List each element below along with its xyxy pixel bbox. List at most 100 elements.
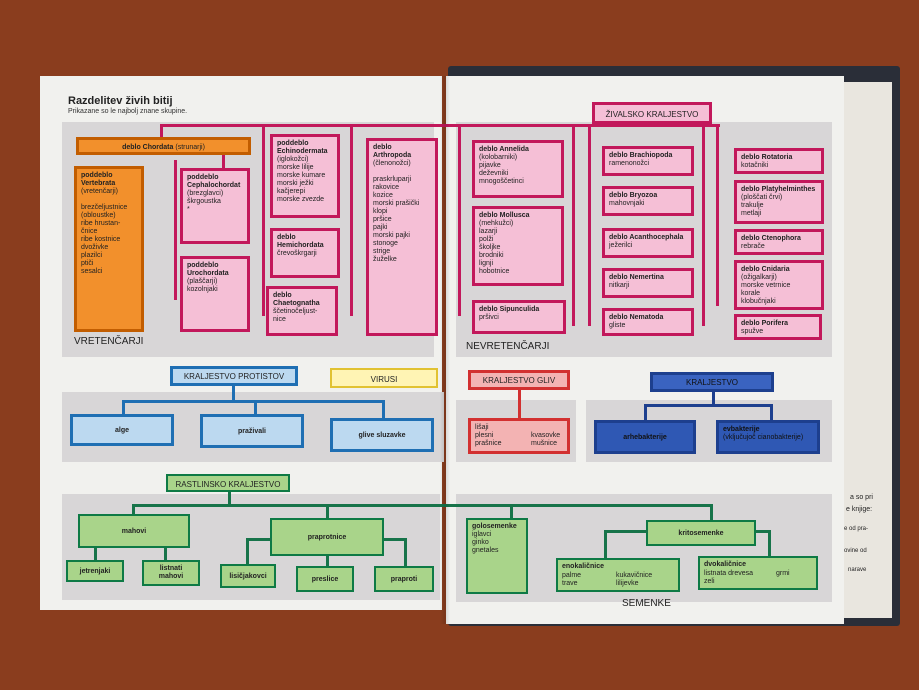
evbakterije-box: evbakterije (vključujoč cianobakterije)	[716, 420, 820, 454]
list-item: trakulje	[741, 202, 764, 209]
list-item: ramenonožci	[609, 160, 650, 167]
box-latin: (iglokožci)	[277, 156, 309, 163]
chaetognatha-box: deblo Chaetognatha ščetinočeljust- nice	[266, 286, 338, 336]
kritosemenke-box: kritosemenke	[646, 520, 756, 546]
connector-line	[132, 504, 712, 507]
echinodermata-box: poddeblo Echinodermata (iglokožci) morsk…	[270, 134, 340, 218]
golosemenke-box: golosemenke iglavci ginko gnetales	[466, 518, 528, 594]
seeds-label: SEMENKE	[622, 598, 671, 609]
list-item: kozice	[373, 192, 393, 199]
box-label: evbakterije	[723, 426, 760, 433]
connector-line	[712, 392, 715, 406]
box-name: deblo Chaetognatha	[273, 292, 320, 307]
box-latin: (ožigalkarji)	[741, 274, 777, 281]
fungi-kingdom-box: KRALJESTVO GLIV	[468, 370, 570, 390]
box-label: dvokaličnice	[704, 561, 747, 568]
nematoda-box: deblo Nematoda gliste	[602, 308, 694, 336]
connector-line	[644, 404, 647, 422]
vertebrata-latin: (vretenčarji)	[81, 188, 118, 195]
protists-kingdom-box: KRALJESTVO PROTISTOV	[170, 366, 298, 386]
chordata-box: deblo Chordata (strunarji)	[76, 137, 251, 155]
box-label: kritosemenke	[678, 530, 724, 537]
list-item: hobotnice	[479, 268, 510, 275]
viruses-label: VIRUSI	[370, 375, 398, 384]
plants-kingdom-label: RASTLINSKO KRALJESTVO	[175, 480, 281, 489]
list-item: kvasovke	[531, 432, 561, 439]
list-item: praskrluparji	[373, 176, 412, 183]
box-name: deblo Brachiopoda	[609, 152, 673, 159]
box-latin: (brezglavci)	[187, 190, 224, 197]
connector-line	[458, 126, 461, 316]
list-item: morske vetrnice	[741, 282, 791, 289]
preslice-box: preslice	[296, 566, 354, 592]
nemertina-box: deblo Nemertina nitkarji	[602, 268, 694, 298]
connector-line	[326, 504, 329, 518]
connector-line	[232, 386, 235, 402]
list-item: žuželke	[373, 256, 397, 263]
box-name: poddeblo Urochordata	[187, 262, 229, 277]
box-latin: (ploščati črvi)	[741, 194, 783, 201]
connector-line	[160, 124, 163, 140]
connector-line	[644, 404, 772, 407]
connector-line	[350, 126, 353, 316]
underlying-page: a so pri e knjige: e od pra- ovine od na…	[836, 82, 892, 618]
list-item: stonoge	[373, 240, 398, 247]
connector-line	[326, 556, 329, 568]
mahovi-box: mahovi	[78, 514, 190, 548]
box-label: praprotnice	[307, 534, 347, 541]
vertebrates-label: VRETENČARJI	[74, 336, 144, 347]
connector-line	[604, 530, 648, 533]
connector-line	[246, 538, 272, 541]
connector-line	[94, 548, 97, 562]
list-item: gnetales	[472, 547, 499, 554]
rotatoria-box: deblo Rotatoria kotačniki	[734, 148, 824, 174]
list-item: grmi	[776, 570, 790, 577]
list-item: gliste	[609, 322, 626, 329]
box-name: deblo Porifera	[741, 320, 789, 327]
list-item: ribe kostnice	[81, 236, 121, 243]
connector-line	[404, 538, 407, 568]
list-item: iglavci	[472, 531, 492, 538]
box-sub: (vključujoč cianobakterije)	[723, 434, 804, 441]
ctenophora-box: deblo Ctenophora rebrače	[734, 229, 824, 255]
list-item: spužve	[741, 328, 764, 335]
connector-line	[768, 530, 771, 558]
box-name: deblo Acanthocephala	[609, 234, 684, 241]
animal-kingdom-label: ŽIVALSKO KRALJESTVO	[605, 110, 699, 119]
connector-line	[588, 126, 591, 326]
connector-line	[122, 400, 384, 403]
list-item: prašnice	[475, 440, 502, 447]
list-item: morske zvezde	[277, 196, 325, 203]
glive-sluzavke-box: glive sluzavke	[330, 418, 434, 452]
box-name: deblo Sipunculida	[479, 306, 540, 313]
list-item: lilijevke	[616, 580, 639, 587]
chordata-latin: (strunarji)	[175, 144, 205, 151]
book-spine-shadow	[440, 76, 450, 624]
list-item: nitkarji	[609, 282, 630, 289]
list-item: dvoživke	[81, 244, 109, 251]
connector-line	[254, 400, 257, 416]
box-name: deblo Hemichordata	[277, 234, 324, 249]
box-label: listnati mahovi	[158, 565, 184, 580]
list-item: ščetinočeljust-	[273, 308, 318, 315]
list-item: ptiči	[81, 260, 94, 267]
list-item: morske kumare	[277, 172, 326, 179]
urochordata-box: poddeblo Urochordata (plaščarji) kozolnj…	[180, 256, 250, 332]
list-item: lišaji	[475, 424, 489, 431]
box-name: deblo Mollusca	[479, 212, 530, 219]
list-item: mahovnjaki	[609, 200, 645, 207]
list-item: strige	[373, 248, 391, 255]
box-label: glive sluzavke	[358, 432, 406, 439]
box-latin: (kolobarniki)	[479, 154, 518, 161]
list-item: lignji	[479, 260, 494, 267]
list-item: brezčeljustnice	[81, 204, 128, 211]
connector-line	[710, 504, 713, 522]
box-label: jetrenjaki	[79, 568, 111, 575]
box-name: deblo Arthropoda	[373, 144, 412, 159]
connector-line	[756, 530, 770, 533]
list-item: deževniki	[479, 170, 509, 177]
back-page-text: ovine od	[844, 548, 867, 554]
animal-kingdom-box: ŽIVALSKO KRALJESTVO	[592, 102, 712, 124]
list-item: klobučnjaki	[741, 298, 776, 305]
acanthocephala-box: deblo Acanthocephala ježerilci	[602, 228, 694, 258]
